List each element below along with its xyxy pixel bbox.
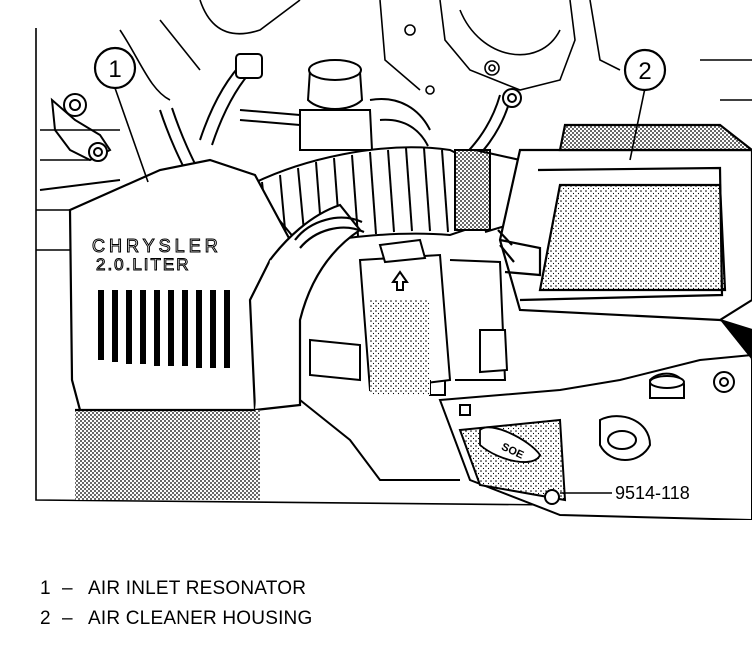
intake-duct [248, 146, 527, 247]
air-cleaner-housing [497, 123, 752, 360]
engine-cover-displacement-text: 2.0.LITER [96, 255, 191, 274]
legend-label: AIR INLET RESONATOR [88, 578, 307, 599]
right-lower-structure [438, 353, 752, 520]
figure-id: 9514-118 [615, 483, 690, 503]
callout-1-number: 1 [108, 56, 121, 83]
legend-item-2: 2–AIR CLEANER HOUSING [40, 608, 312, 630]
callout-2-number: 2 [638, 58, 651, 85]
engine-cover-brand-text: CHRYSLER [92, 236, 222, 256]
background-linework [35, 0, 752, 506]
resonator-vent-slots [98, 290, 230, 368]
legend-item-1: 1–AIR INLET RESONATOR [40, 578, 306, 600]
legend-separator: – [62, 578, 73, 599]
callout-1: 1 [93, 46, 137, 90]
legend-number: 2 [40, 608, 51, 629]
left-bracket [39, 93, 121, 191]
legend-number: 1 [40, 578, 51, 599]
hoses-wiring [159, 53, 522, 181]
center-components [299, 238, 509, 481]
legend-separator: – [62, 608, 73, 629]
callout-2: 2 [623, 48, 667, 92]
legend-label: AIR CLEANER HOUSING [88, 608, 313, 629]
engine-compartment-illustration: CHRYSLER 2.0.LITER SOE [35, 0, 752, 520]
air-inlet-resonator [68, 158, 365, 500]
callout-leaders [114, 87, 646, 183]
soe-tag: SOE [479, 426, 542, 463]
